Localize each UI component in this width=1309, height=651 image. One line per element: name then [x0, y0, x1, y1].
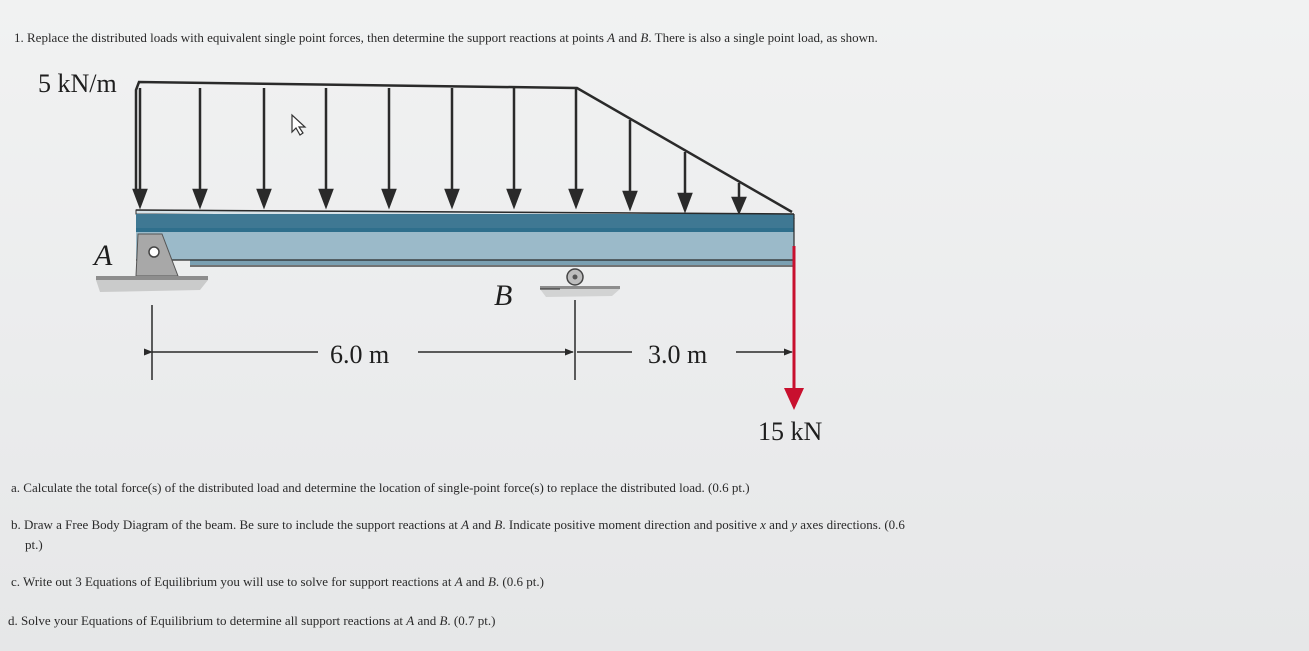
load-arrow — [622, 120, 638, 212]
point-a-ref: A — [406, 613, 415, 628]
pin-support-a — [96, 233, 208, 292]
load-arrow — [444, 88, 460, 210]
question-c-suffix: . (0.6 pt.) — [495, 574, 544, 589]
question-d: d. Solve your Equations of Equilibrium t… — [8, 612, 495, 629]
point-load-arrow — [784, 246, 804, 410]
question-b-text: b. Draw a Free Body Diagram of the beam.… — [11, 517, 462, 532]
distributed-load-outline — [134, 80, 793, 214]
support-b-label: B — [494, 279, 512, 312]
point-b-ref: B — [640, 30, 649, 45]
question-b-mid: . Indicate positive moment direction and… — [502, 517, 761, 532]
load-intensity-label: 5 kN/m — [38, 69, 117, 98]
question-b-suffix: axes directions. (0.6 — [796, 517, 905, 532]
y-axis-ref: y — [791, 517, 797, 532]
load-arrow — [192, 88, 208, 210]
cursor-icon — [291, 113, 307, 136]
question-b-and: and — [469, 517, 495, 532]
question-c-text: c. Write out 3 Equations of Equilibrium … — [11, 574, 455, 589]
question-d-suffix: . (0.7 pt.) — [447, 613, 496, 628]
problem-text: 1. Replace the distributed loads with eq… — [14, 30, 608, 45]
point-a-ref: A — [607, 30, 616, 45]
point-b-ref: B — [439, 613, 448, 628]
question-d-and: and — [414, 613, 440, 628]
problem-statement: 1. Replace the distributed loads with eq… — [14, 29, 878, 46]
question-c-and: and — [462, 574, 488, 589]
question-b: b. Draw a Free Body Diagram of the beam.… — [11, 516, 905, 533]
problem-text-and: and — [615, 30, 641, 45]
load-arrow — [381, 88, 397, 210]
load-arrow — [256, 88, 272, 210]
roller-support-b — [540, 268, 620, 297]
question-c: c. Write out 3 Equations of Equilibrium … — [11, 573, 544, 590]
point-load-label: 15 kN — [758, 417, 823, 446]
support-a-label: A — [92, 239, 113, 272]
dimension-ab-label: 6.0 m — [330, 340, 389, 369]
load-arrow — [731, 183, 747, 216]
dimension-lines — [143, 300, 793, 380]
beam — [135, 209, 795, 267]
load-arrow — [677, 152, 693, 214]
question-b-and2: and — [765, 517, 792, 532]
point-a-ref: A — [454, 574, 463, 589]
problem-text-suffix: . There is also a single point load, as … — [648, 30, 878, 45]
distributed-load-arrows — [132, 88, 747, 216]
point-a-ref: A — [461, 517, 470, 532]
load-arrow — [568, 88, 584, 210]
load-arrow — [506, 88, 522, 210]
point-b-ref: B — [494, 517, 503, 532]
question-a: a. Calculate the total force(s) of the d… — [11, 480, 750, 495]
dimension-b-end-label: 3.0 m — [648, 340, 707, 369]
load-arrow — [132, 88, 148, 210]
question-d-text: d. Solve your Equations of Equilibrium t… — [8, 613, 407, 628]
question-b-continuation: pt.) — [25, 537, 43, 552]
load-arrow — [318, 88, 334, 210]
point-b-ref: B — [487, 574, 496, 589]
x-axis-ref: x — [760, 517, 766, 532]
